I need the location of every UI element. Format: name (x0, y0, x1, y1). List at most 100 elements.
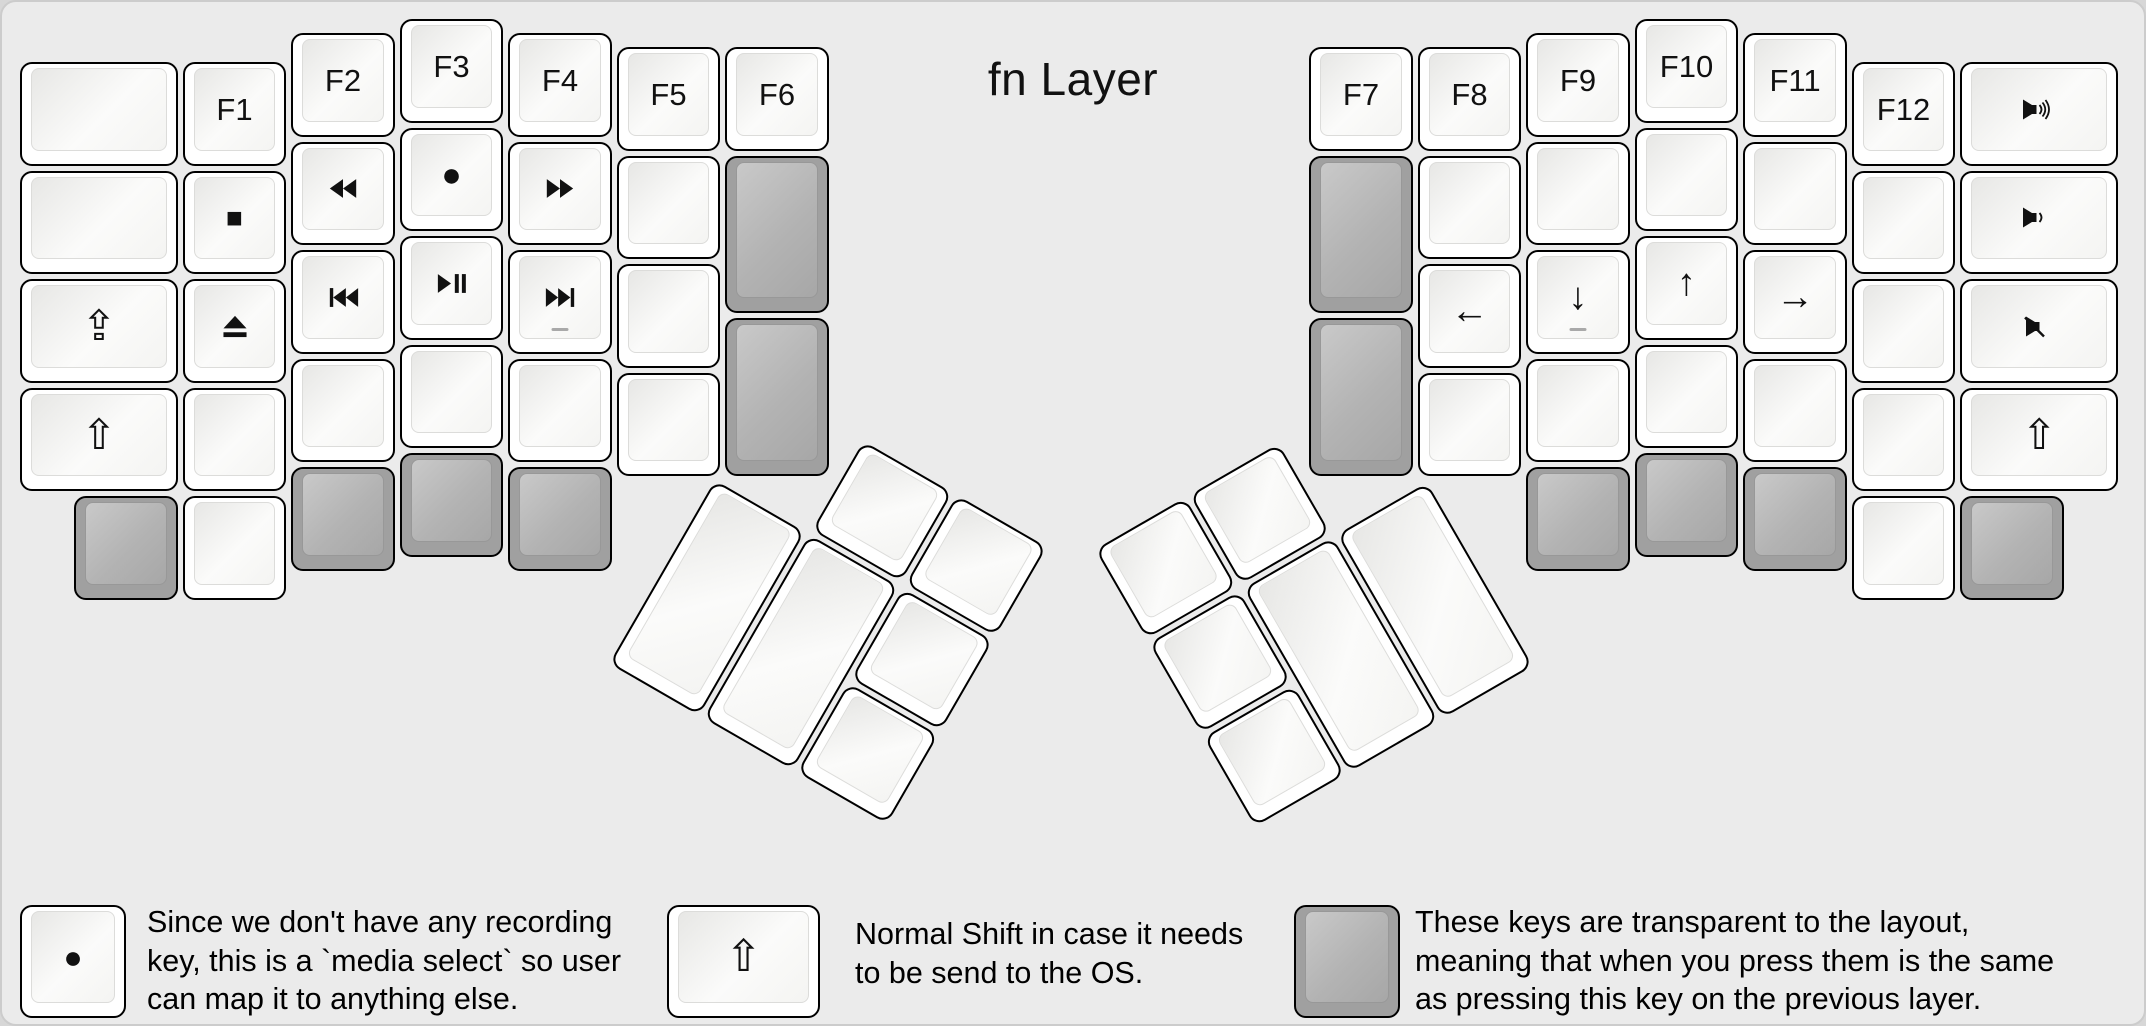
key-f4[interactable]: F4 (508, 33, 612, 137)
key-transparent[interactable] (1634, 453, 1739, 557)
keytop (1862, 393, 1945, 476)
keytop (302, 473, 384, 556)
key-volume-up[interactable] (1960, 62, 2119, 166)
key-blank[interactable] (182, 387, 287, 491)
key-arrow-down[interactable]: ↓ (1526, 250, 1630, 354)
key-transparent[interactable] (725, 155, 829, 314)
keytop: F7 (1320, 53, 1402, 136)
key-transparent[interactable] (1960, 496, 2064, 600)
key-f8-label: F8 (1451, 76, 1488, 112)
key-transparent[interactable] (725, 318, 829, 476)
key-arrow-up[interactable]: ↑ (1634, 236, 1739, 340)
keytop: ← (1428, 270, 1511, 353)
key-blank[interactable] (616, 264, 721, 368)
key-blank[interactable] (1851, 496, 1956, 600)
key-stop[interactable]: ■ (182, 170, 287, 274)
keytop: F12 (1862, 68, 1945, 151)
key-volume-down[interactable] (1960, 170, 2119, 274)
keytop: ⇧ (31, 393, 167, 476)
key-next-track[interactable] (508, 250, 612, 354)
key-fast-forward[interactable] (508, 141, 612, 245)
volume-up-icon (2020, 96, 2058, 123)
key-blank[interactable] (1851, 170, 1956, 274)
key-blank[interactable] (616, 372, 721, 476)
key-blank[interactable] (1851, 279, 1956, 383)
next-track-icon (544, 286, 577, 309)
keytop (627, 378, 710, 461)
key-f12[interactable]: F12 (1851, 62, 1956, 166)
key-shift[interactable]: ⇧ (20, 387, 178, 491)
key-f6-label: F6 (758, 76, 796, 112)
key-blank[interactable] (399, 344, 504, 448)
key-blank[interactable] (1634, 344, 1739, 448)
key-eject[interactable] (182, 279, 287, 383)
key-transparent[interactable] (1526, 467, 1630, 571)
keytop: ⇧ (1971, 393, 2108, 476)
key-f1[interactable]: F1 (182, 62, 287, 166)
key-transparent[interactable] (508, 467, 612, 571)
keytop: → (1754, 256, 1836, 339)
key-blank[interactable] (616, 155, 721, 259)
key-f11[interactable]: F11 (1743, 33, 1847, 137)
key-shift[interactable]: ⇧ (1960, 387, 2119, 491)
key-f5[interactable]: F5 (616, 47, 721, 151)
keytop (627, 161, 710, 244)
play-pause-icon (436, 272, 468, 295)
key-blank[interactable] (20, 170, 178, 274)
key-f8[interactable]: F8 (1417, 47, 1522, 151)
keytop (1537, 473, 1619, 556)
key-blank[interactable] (1851, 387, 1956, 491)
key-blank[interactable] (20, 62, 178, 166)
keytop (1971, 285, 2108, 368)
key-f10[interactable]: F10 (1634, 19, 1739, 123)
key-f6[interactable]: F6 (725, 47, 829, 151)
key-blank[interactable] (1743, 358, 1847, 462)
key-blank[interactable] (1634, 127, 1739, 231)
key-arrow-right[interactable]: → (1743, 250, 1847, 354)
mute-icon (2020, 313, 2058, 340)
key-f7[interactable]: F7 (1309, 47, 1413, 151)
key-transparent[interactable] (74, 496, 178, 600)
key-transparent[interactable] (1309, 155, 1413, 314)
key-shift-label: ⇧ (2021, 410, 2057, 458)
keytop (1754, 364, 1836, 447)
key-transparent[interactable] (399, 453, 504, 557)
key-transparent[interactable] (1309, 318, 1413, 476)
key-prev-track[interactable] (291, 250, 395, 354)
keytop: F2 (302, 39, 384, 122)
keytop (519, 147, 601, 230)
keytop (1320, 324, 1402, 461)
key-blank[interactable] (508, 358, 612, 462)
key-blank[interactable] (1526, 358, 1630, 462)
key-play-pause[interactable] (399, 236, 504, 340)
key-blank[interactable] (291, 358, 395, 462)
legend-shift-text: Normal Shift in case it needs to be send… (855, 917, 1244, 990)
keytop (193, 285, 276, 368)
key-transparent[interactable] (1743, 467, 1847, 571)
key-blank[interactable] (1417, 155, 1522, 259)
key-arrow-right-label: → (1776, 276, 1814, 319)
key-blank[interactable] (1417, 372, 1522, 476)
keytop: ↓ (1537, 256, 1619, 339)
keytop (1645, 350, 1728, 433)
key-blank[interactable] (1526, 141, 1630, 245)
legend-key-transparent[interactable] (1294, 905, 1400, 1018)
key-arrow-left-label: ← (1450, 290, 1489, 333)
key-arrow-left[interactable]: ← (1417, 264, 1522, 368)
key-blank[interactable] (182, 496, 287, 600)
key-f2[interactable]: F2 (291, 33, 395, 137)
key-blank[interactable] (1743, 141, 1847, 245)
key-transparent[interactable] (291, 467, 395, 571)
key-f12-label: F12 (1876, 91, 1931, 127)
key-caps-lock[interactable]: ⇪ (20, 279, 178, 383)
key-mute[interactable] (1960, 279, 2119, 383)
legend-key-shift[interactable]: ⇧ (667, 905, 820, 1018)
keytop (31, 176, 167, 259)
key-rewind[interactable] (291, 141, 395, 245)
key-f9[interactable]: F9 (1526, 33, 1630, 137)
keytop (1971, 502, 2053, 585)
key-record[interactable]: ● (399, 127, 504, 231)
legend-record-text: Since we don't have any recording key, t… (147, 905, 622, 1016)
key-f3[interactable]: F3 (399, 19, 504, 123)
legend-key-record[interactable]: ● (20, 905, 126, 1018)
